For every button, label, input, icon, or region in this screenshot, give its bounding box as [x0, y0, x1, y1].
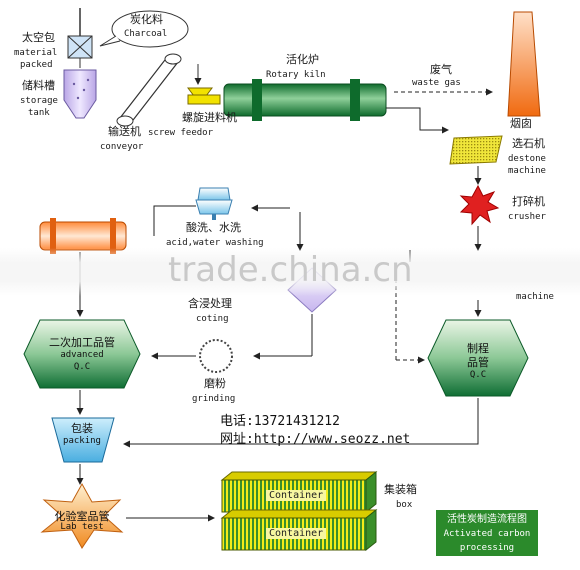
storage-tank-cn: 储料槽: [22, 79, 55, 92]
storage-tank-icon: [63, 69, 97, 119]
machine-en: machine: [516, 292, 554, 302]
acid-wash-en: acid,water washing: [166, 238, 264, 248]
charcoal-callout: [99, 10, 189, 48]
advanced-qc-cn: 二次加工品管: [49, 336, 115, 349]
title-cn: 活性炭制造流程图: [447, 514, 527, 525]
grinding-icon: [199, 339, 233, 373]
charcoal-cn: 炭化料: [130, 13, 163, 26]
rotary-kiln-cn: 活化炉: [286, 53, 319, 66]
chimney-cn: 烟囱: [510, 117, 532, 130]
waste-gas-cn: 废气: [430, 63, 452, 76]
grinding-en: grinding: [192, 394, 236, 404]
material-packed-en1: material: [14, 48, 58, 58]
coting-en: coting: [196, 314, 229, 324]
phone-line: 电话:13721431212: [220, 410, 340, 429]
crusher-icon: [459, 184, 500, 226]
phone-value: :13721431212: [246, 414, 340, 429]
conveyor-cn: 输送机: [108, 125, 141, 138]
lab-test-cn: 化验室品管: [54, 510, 110, 523]
crusher-cn: 打碎机: [512, 195, 545, 208]
packing-icon: [51, 417, 115, 463]
kiln-output-arrow: [386, 107, 449, 134]
watermark-text: trade.china.cn: [168, 250, 413, 290]
screw-feeder-en: screw feedor: [148, 128, 214, 138]
process-qc-hexagon: [427, 319, 529, 397]
website-line: 网址:http://www.seozz.net: [220, 428, 410, 447]
destone-machine-icon: [449, 135, 503, 165]
screw-feeder-icon: [187, 64, 221, 105]
process-qc-en: Q.C: [469, 370, 487, 380]
material-packed-icon: [67, 8, 93, 59]
destone-en1: destone: [508, 154, 546, 164]
container-label-bottom: Container: [266, 528, 327, 539]
lab-test-en: Lab test: [60, 522, 104, 532]
title-en2: processing: [459, 543, 515, 553]
packing-cn: 包装: [71, 422, 93, 435]
advanced-qc-en1: advanced: [60, 350, 104, 360]
grinding-cn: 磨粉: [204, 377, 226, 390]
process-qc-cn2: 品管: [467, 356, 489, 369]
title-en1: Activated carbon: [443, 529, 531, 539]
packing-en: packing: [63, 436, 101, 446]
acid-wash-cn: 酸洗、水洗: [186, 221, 241, 234]
advanced-qc-hexagon: [23, 319, 141, 389]
rotary-kiln-en: Rotary kiln: [266, 70, 326, 80]
advanced-qc-en2: Q.C: [73, 362, 91, 372]
rotary-kiln-icon: [223, 79, 387, 121]
website-value: :http://www.seozz.net: [246, 432, 411, 447]
phone-label: 电话: [220, 414, 247, 429]
lab-test-star-icon: [40, 482, 124, 549]
diagram-title-box: 活性炭制造流程图 Activated carbon processing: [436, 510, 538, 556]
conveyor-en: conveyor: [100, 142, 144, 152]
process-qc-cn1: 制程: [467, 342, 489, 355]
destone-en2: machine: [508, 166, 546, 176]
watermark-band: [0, 248, 580, 296]
coting-cn: 含浸处理: [188, 297, 232, 310]
container-label-top: Container: [266, 490, 327, 501]
storage-tank-en2: tank: [28, 108, 50, 118]
chimney-icon: [507, 11, 541, 117]
destone-cn: 选石机: [512, 137, 545, 150]
material-packed-en2: packed: [20, 60, 53, 70]
charcoal-en: Charcoal: [124, 29, 168, 39]
screw-feeder-cn: 螺旋进料机: [182, 111, 237, 124]
storage-tank-en1: storage: [20, 96, 58, 106]
conveyor-icon: [116, 53, 182, 127]
acid-wash-icon: [195, 187, 233, 220]
box-en: box: [396, 500, 413, 510]
waste-gas-en: waste gas: [412, 78, 461, 88]
website-label: 网址: [220, 432, 247, 447]
material-packed-cn: 太空包: [22, 31, 55, 44]
box-cn: 集装箱: [384, 483, 417, 496]
crusher-en: crusher: [508, 212, 546, 222]
